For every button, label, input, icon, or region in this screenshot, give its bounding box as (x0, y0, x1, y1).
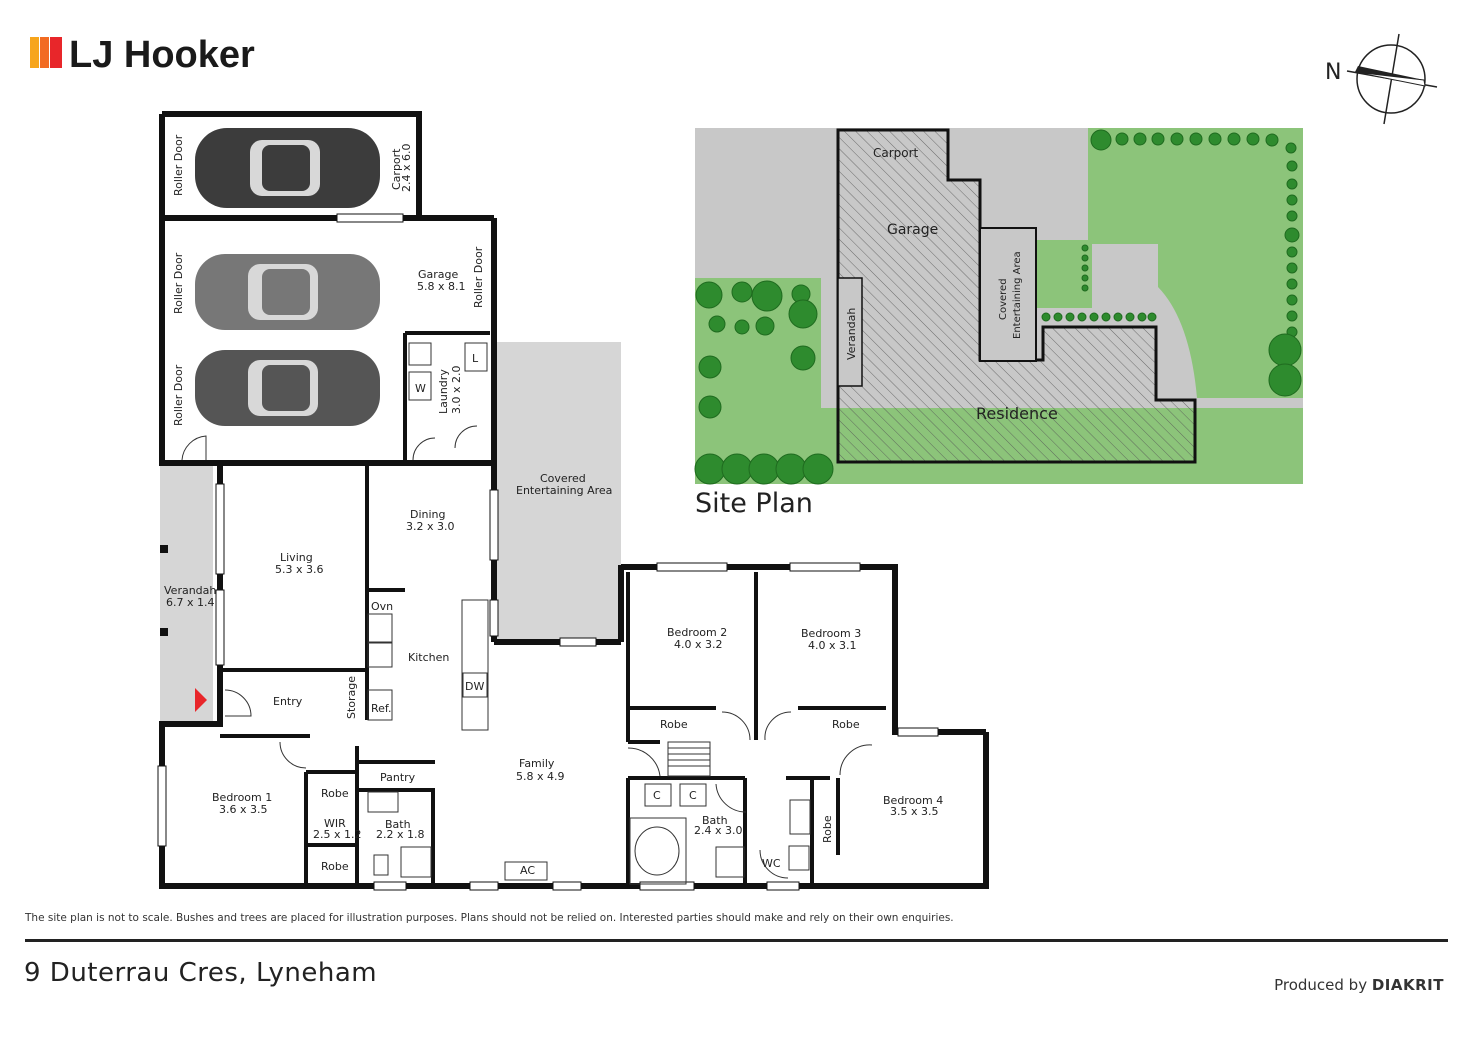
bath2-size: 2.4 x 3.0 (694, 824, 743, 837)
bedroom3-label: Bedroom 3 (801, 627, 861, 640)
oven-label: Ovn (371, 600, 393, 613)
car-icon-garage-1 (195, 254, 380, 330)
bedroom4-robe-label: Robe (821, 815, 834, 843)
family-size: 5.8 x 4.9 (516, 770, 565, 783)
site-covered-area (979, 227, 1037, 362)
footer-divider (25, 939, 1448, 942)
storage-label: Storage (345, 676, 358, 719)
garage-label: Garage (418, 268, 459, 281)
wir-robe-bottom-label: Robe (321, 860, 349, 873)
bedroom2-size: 4.0 x 3.2 (674, 638, 723, 651)
wir-label: WIR (324, 817, 346, 830)
site-verandah (837, 277, 863, 387)
post (160, 628, 168, 636)
roller-door-label: Roller Door (172, 134, 185, 196)
car-icon-carport (195, 128, 380, 208)
bedroom1-size: 3.6 x 3.5 (219, 803, 268, 816)
bath1-size: 2.2 x 1.8 (376, 828, 425, 841)
fixtures (367, 342, 811, 885)
bath2-label: Bath (702, 814, 728, 827)
covered-entertaining-floor (497, 342, 621, 642)
bedroom1-label: Bedroom 1 (212, 791, 272, 804)
dining-label: Dining (410, 508, 446, 521)
entry-label: Entry (273, 695, 303, 708)
covered-area-label-2: Entertaining Area (516, 484, 612, 497)
family-label: Family (519, 757, 555, 770)
laundry-label: Laundry (437, 369, 450, 414)
carport-size: 2.4 x 6.0 (400, 144, 413, 193)
fridge-label: Ref. (371, 702, 392, 715)
laundry-washer-label: W (415, 382, 426, 395)
living-size: 5.3 x 3.6 (275, 563, 324, 576)
dining-size: 3.2 x 3.0 (406, 520, 455, 533)
site-label-covered-line1: Covered (998, 278, 1009, 320)
site-label-carport: Carport (873, 146, 919, 160)
windows (157, 213, 939, 891)
air-con-label: AC (520, 864, 535, 877)
bath1-label: Bath (385, 818, 411, 831)
bedroom3-robe-label: Robe (832, 718, 860, 731)
linen-cupboard-label: C (689, 789, 697, 802)
site-label-garage: Garage (887, 222, 938, 238)
path-paving (1092, 244, 1158, 308)
entry-arrow-icon (195, 688, 207, 712)
carport-label: Carport (390, 148, 403, 190)
garage-size: 5.8 x 8.1 (417, 280, 466, 293)
site-residence-footprint (836, 128, 1197, 464)
site-label-covered-line2: Entertaining Area (1012, 251, 1023, 339)
site-trees (694, 129, 1302, 485)
roller-door-label: Roller Door (472, 246, 485, 308)
car-icon-garage-2 (195, 350, 380, 426)
dishwasher-label: DW (465, 680, 484, 693)
wir-robe-top-label: Robe (321, 787, 349, 800)
logo-stripe-red (50, 37, 62, 68)
bedroom4-label: Bedroom 4 (883, 794, 943, 807)
producer-name: DIAKRIT (1371, 976, 1444, 994)
compass-north-label: N (1325, 60, 1341, 85)
property-address: 9 Duterrau Cres, Lyneham (24, 958, 378, 988)
bedroom3-size: 4.0 x 3.1 (808, 639, 857, 652)
verandah-size: 6.7 x 1.4 (166, 596, 215, 609)
bedroom4-size: 3.5 x 3.5 (890, 805, 939, 818)
logo-wordmark: LJ Hooker (69, 34, 255, 76)
post (160, 545, 168, 553)
producer-prefix: Produced by (1274, 976, 1368, 994)
verandah-floor (160, 466, 213, 721)
living-label: Living (280, 551, 313, 564)
site-label-residence: Residence (976, 404, 1058, 423)
exterior-walls (159, 111, 989, 889)
wir-size: 2.5 x 1.2 (313, 828, 362, 841)
site-plan: Carport Garage Residence Verandah Covere… (694, 128, 1303, 485)
bedroom2-robe-label: Robe (660, 718, 688, 731)
laundry-size: 3.0 x 2.0 (450, 366, 463, 415)
north-compass-icon: N (1325, 33, 1438, 125)
pantry-label: Pantry (380, 771, 416, 784)
site-plan-title: Site Plan (695, 488, 813, 519)
site-label-verandah: Verandah (845, 308, 858, 360)
verandah-label: Verandah (164, 584, 216, 597)
logo-stripe-yellow (30, 37, 39, 68)
roller-door-label: Roller Door (172, 252, 185, 314)
linen-cupboard-label: C (653, 789, 661, 802)
lawn-east (1035, 128, 1303, 398)
bedroom2-label: Bedroom 2 (667, 626, 727, 639)
producer-credit: Produced by DIAKRIT (1274, 976, 1444, 994)
interior-walls (220, 331, 886, 886)
logo-stripe-orange (40, 37, 49, 68)
stairs-icon (667, 741, 711, 777)
wc-label: WC (762, 857, 781, 870)
kitchen-label: Kitchen (408, 651, 449, 664)
door-swings (181, 425, 873, 879)
covered-area-label: Covered (540, 472, 586, 485)
laundry-l-label: L (472, 352, 479, 365)
lj-hooker-logo: LJ Hooker (30, 34, 255, 76)
disclaimer-text: The site plan is not to scale. Bushes an… (25, 912, 954, 924)
roller-door-label: Roller Door (172, 364, 185, 426)
floor-plan: Roller Door Carport 2.4 x 6.0 Roller Doo… (157, 111, 989, 891)
